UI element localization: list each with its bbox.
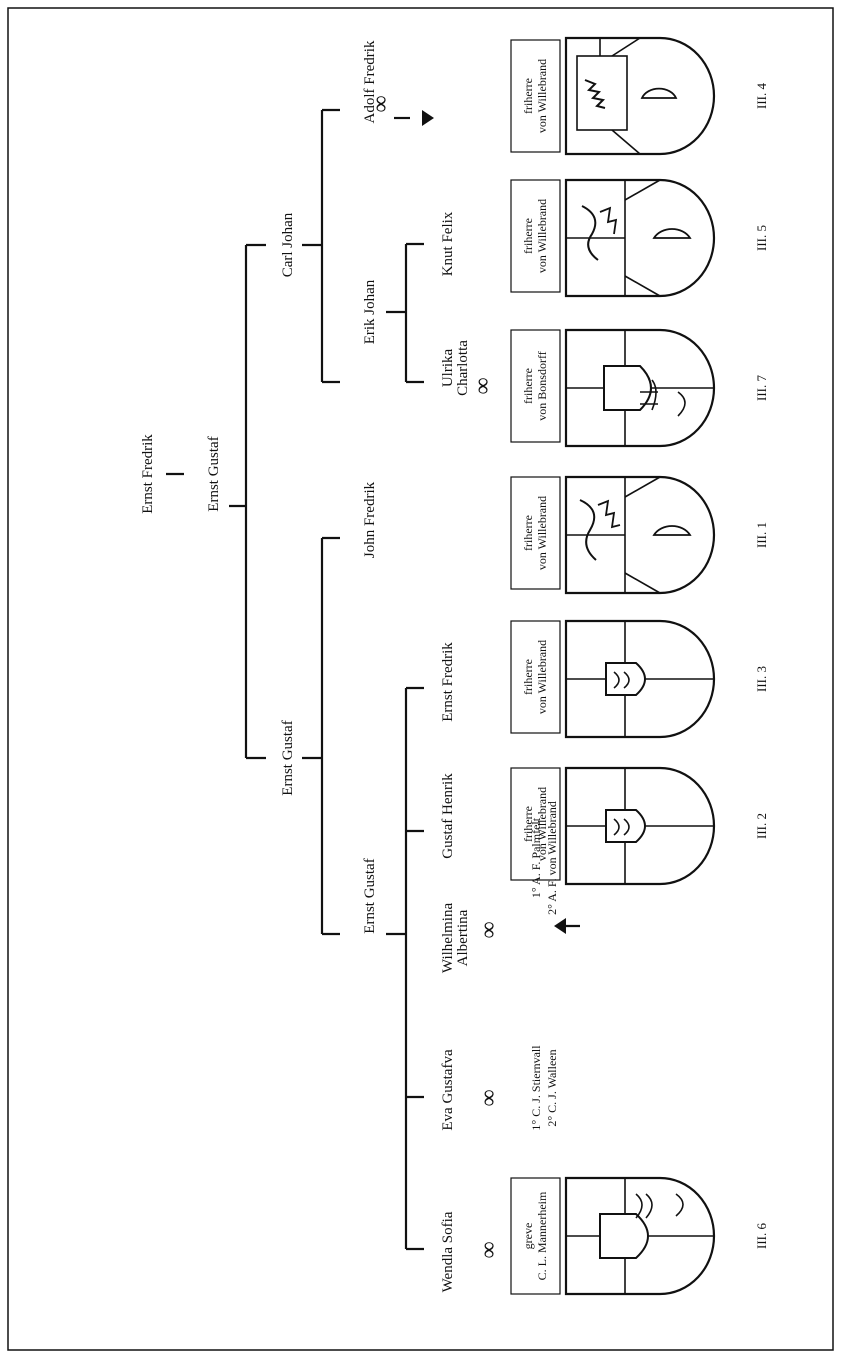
marriage-symbol: ∞	[368, 95, 394, 112]
spouse-willebrand: 2° A. F. von Willebrand	[545, 801, 559, 915]
title-box-ill2: friherre von Willebrand	[510, 767, 561, 881]
arrow-down-icon	[394, 110, 434, 126]
tree-lines	[166, 108, 424, 1251]
spouse-palmfelt: 1° A. F. Palmfelt	[529, 817, 543, 898]
figure-label-ill6: III. 6	[754, 1223, 769, 1249]
svg-text:von Willebrand: von Willebrand	[535, 199, 549, 273]
person-erik-johan: Erik Johan	[362, 279, 378, 344]
svg-text:friherre: friherre	[521, 515, 535, 551]
coat-of-arms-ill5	[564, 178, 716, 298]
svg-text:C. L. Mannerheim: C. L. Mannerheim	[535, 1191, 549, 1280]
person-ernst-gustaf-gen3: Ernst Gustaf	[362, 858, 378, 933]
svg-text:von Willebrand: von Willebrand	[535, 59, 549, 133]
svg-text:von Bonsdorff: von Bonsdorff	[535, 351, 549, 420]
svg-text:friherre: friherre	[521, 218, 535, 254]
svg-text:friherre: friherre	[521, 806, 535, 842]
person-adolf-fredrik: Adolf Fredrik	[362, 40, 378, 123]
page-border	[7, 7, 834, 1351]
svg-text:friherre: friherre	[521, 368, 535, 404]
title-box-ill6: greve C. L. Mannerheim	[510, 1177, 561, 1295]
figure-label-ill3: III. 3	[754, 666, 769, 692]
title-box-ill5: friherre von Willebrand	[510, 179, 561, 293]
figure-label-ill1: III. 1	[754, 522, 769, 548]
marriage-symbol: ∞	[476, 1241, 502, 1258]
coat-of-arms-ill4	[564, 36, 716, 156]
title-box-ill4: friherre von Willebrand	[510, 39, 561, 153]
spouse-stiernvall: 1° C. J. Stiernvall	[529, 1045, 543, 1131]
person-ernst-fredrik-root: Ernst Fredrik	[140, 434, 156, 514]
coat-of-arms-ill1	[564, 475, 716, 595]
title-box-ill7: friherre von Bonsdorff	[510, 329, 561, 443]
svg-text:greve: greve	[521, 1223, 535, 1250]
person-carl-johan: Carl Johan	[280, 212, 296, 277]
marriage-symbol: ∞	[476, 1089, 502, 1106]
svg-text:friherre: friherre	[521, 659, 535, 695]
figure-label-ill2: III. 2	[754, 813, 769, 839]
person-eva-gustafva: Eva Gustafva	[440, 1049, 456, 1131]
person-ernst-fredrik-child: Ernst Fredrik	[440, 642, 456, 722]
svg-text:friherre: friherre	[521, 78, 535, 114]
figure-label-ill4: III. 4	[754, 83, 769, 109]
arrow-up-icon	[554, 918, 580, 934]
person-knut-felix: Knut Felix	[440, 211, 456, 276]
person-john-fredrik: John Fredrik	[362, 481, 378, 558]
coat-of-arms-ill3	[564, 619, 716, 739]
person-wendla-sofia: Wendla Sofia	[440, 1211, 456, 1292]
person-wilhelmina-albertina-line1: Wilhelmina	[440, 903, 456, 974]
svg-text:von Willebrand: von Willebrand	[535, 787, 549, 861]
title-box-ill3: friherre von Willebrand	[510, 620, 561, 734]
person-wilhelmina-albertina-line2: Albertina	[455, 909, 471, 966]
figure-label-ill7: III. 7	[754, 375, 769, 401]
coat-of-arms-ill2	[564, 766, 716, 886]
figure-label-ill5: III. 5	[754, 225, 769, 251]
person-ernst-gustaf-gen2: Ernst Gustaf	[280, 720, 296, 795]
marriage-symbol: ∞	[476, 921, 502, 938]
marriage-symbol: ∞	[470, 377, 496, 394]
svg-text:von Willebrand: von Willebrand	[535, 640, 549, 714]
coat-of-arms-ill6	[564, 1176, 716, 1296]
svg-text:von Willebrand: von Willebrand	[535, 496, 549, 570]
person-ernst-gustaf-gen1: Ernst Gustaf	[206, 436, 222, 511]
spouse-walleen: 2° C. J. Walleen	[545, 1049, 559, 1126]
person-ulrika-charlotta-line1: Ulrika	[440, 349, 456, 388]
title-box-ill1: friherre von Willebrand	[510, 476, 561, 590]
coat-of-arms-ill7	[564, 328, 716, 448]
person-ulrika-charlotta-line2: Charlotta	[455, 340, 471, 396]
person-gustaf-henrik: Gustaf Henrik	[440, 773, 456, 859]
